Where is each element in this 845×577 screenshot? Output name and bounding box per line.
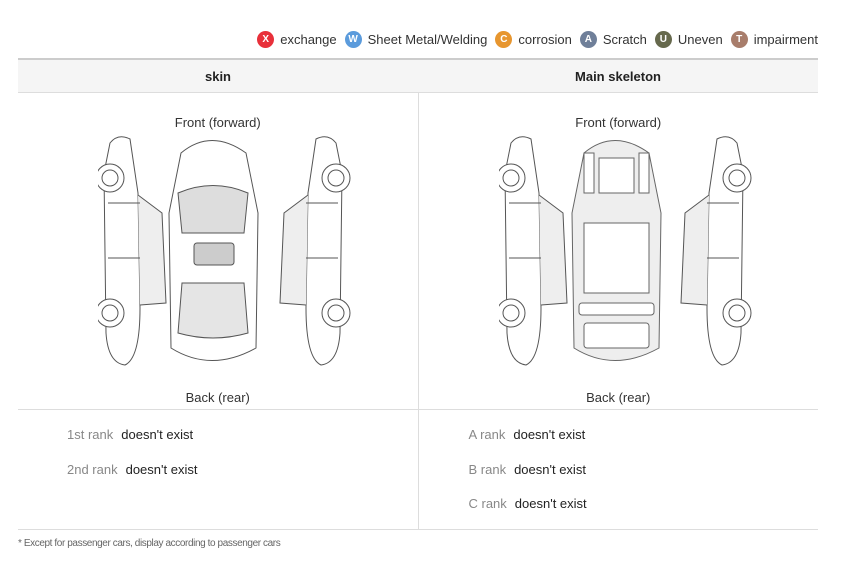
exchange-badge-icon: X (257, 31, 275, 48)
legend-label: corrosion (518, 32, 572, 47)
ranks-row: 1st rank doesn't exist 2nd rank doesn't ex… (18, 410, 818, 530)
rank-label: B rank (468, 462, 507, 477)
rank-label: 1st rank (67, 427, 114, 442)
rank-label: C rank (468, 496, 507, 511)
back-label: Back (rear) (586, 390, 651, 405)
inspection-table: skin Main skeleton Front (forward) Back … (18, 58, 818, 530)
column-main-skeleton: Main skeleton (575, 68, 661, 84)
skeleton-car-diagram[interactable] (498, 133, 759, 373)
diagram-row: Front (forward) Back (rear) Front (forwa… (18, 93, 818, 410)
legend-scratch: A Scratch (579, 31, 647, 48)
legend-label: Uneven (677, 32, 723, 47)
rank-item: A rank doesn't exist (469, 427, 586, 442)
rank-value: doesn't exist (514, 496, 587, 511)
rank-value: doesn't exist (513, 427, 586, 442)
legend-label: impairment (753, 32, 818, 47)
skeleton-diagram: Front (forward) Back (rear) (417, 93, 819, 409)
rank-item: 1st rank doesn't exist (67, 427, 193, 442)
footnote: * Except for passenger cars, display acc… (18, 538, 281, 549)
welding-badge-icon: W (344, 31, 362, 48)
skin-ranks: 1st rank doesn't exist 2nd rank doesn't ex… (18, 410, 418, 529)
rank-item: 2nd rank doesn't exist (67, 462, 197, 477)
skin-diagram: Front (forward) Back (rear) (18, 93, 418, 409)
rank-item: B rank doesn't exist (469, 462, 586, 477)
rank-label: A rank (468, 427, 506, 442)
skin-car-diagram[interactable] (98, 133, 358, 373)
rank-item: C rank doesn't exist (469, 496, 587, 511)
rank-value: doesn't exist (121, 427, 194, 442)
footnote-text: Except for passenger cars, display accor… (23, 538, 281, 549)
front-label: Front (forward) (174, 115, 261, 130)
corrosion-badge-icon: C (495, 31, 513, 48)
rank-value: doesn't exist (125, 462, 198, 477)
rank-label: 2nd rank (67, 462, 118, 477)
impairment-badge-icon: T (730, 31, 748, 48)
legend-label: Scratch (602, 32, 647, 47)
legend-welding: W Sheet Metal/Welding (344, 31, 488, 48)
table-header: skin Main skeleton (18, 60, 818, 93)
legend-label: exchange (280, 32, 337, 47)
uneven-badge-icon: U (654, 31, 672, 48)
rank-value: doesn't exist (514, 462, 586, 477)
column-skin: skin (204, 68, 231, 84)
front-label: Front (forward) (575, 115, 662, 130)
scratch-badge-icon: A (579, 31, 597, 48)
legend-label: Sheet Metal/Welding (367, 32, 488, 47)
legend-uneven: U Uneven (654, 31, 723, 48)
back-label: Back (rear) (185, 390, 250, 405)
